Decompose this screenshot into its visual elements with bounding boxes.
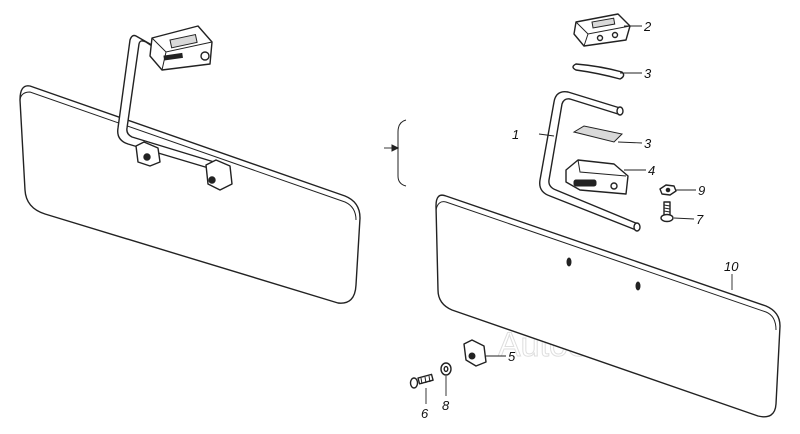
callout-5: 5 xyxy=(508,349,516,364)
callout-8: 8 xyxy=(442,398,450,413)
callout-3-upper: 3 xyxy=(644,66,652,81)
part-5-clip xyxy=(463,339,487,367)
callout-10: 10 xyxy=(724,259,739,274)
callout-7: 7 xyxy=(696,212,704,227)
assembled-clip-right xyxy=(205,159,233,191)
part-9-nut xyxy=(659,184,677,196)
callout-2: 2 xyxy=(643,19,652,34)
explode-marker xyxy=(384,119,407,187)
part-7-screw xyxy=(660,201,674,223)
callout-9: 9 xyxy=(698,183,705,198)
assembled-sun-visor xyxy=(19,25,361,304)
callout-3-lower: 3 xyxy=(644,136,652,151)
callout-leaders xyxy=(425,25,733,404)
part-6-screw xyxy=(409,373,434,389)
part-3-pad-lower xyxy=(572,125,624,143)
exploded-parts xyxy=(409,13,781,418)
part-4-rod-holder xyxy=(565,159,629,195)
callout-4: 4 xyxy=(648,163,655,178)
callout-labels: 1 2 3 3 4 5 6 7 8 9 10 xyxy=(421,19,739,421)
assembled-mounting-bracket xyxy=(149,25,213,71)
part-10-visor-panel xyxy=(435,194,781,418)
callout-1: 1 xyxy=(512,127,519,142)
part-8-washer xyxy=(440,362,452,376)
assembled-visor-panel-edge xyxy=(19,91,357,221)
part-2-mounting-bracket xyxy=(573,13,631,47)
assembled-visor-panel xyxy=(19,85,361,304)
part-3-pad-upper xyxy=(572,63,625,80)
callout-6: 6 xyxy=(421,406,429,421)
